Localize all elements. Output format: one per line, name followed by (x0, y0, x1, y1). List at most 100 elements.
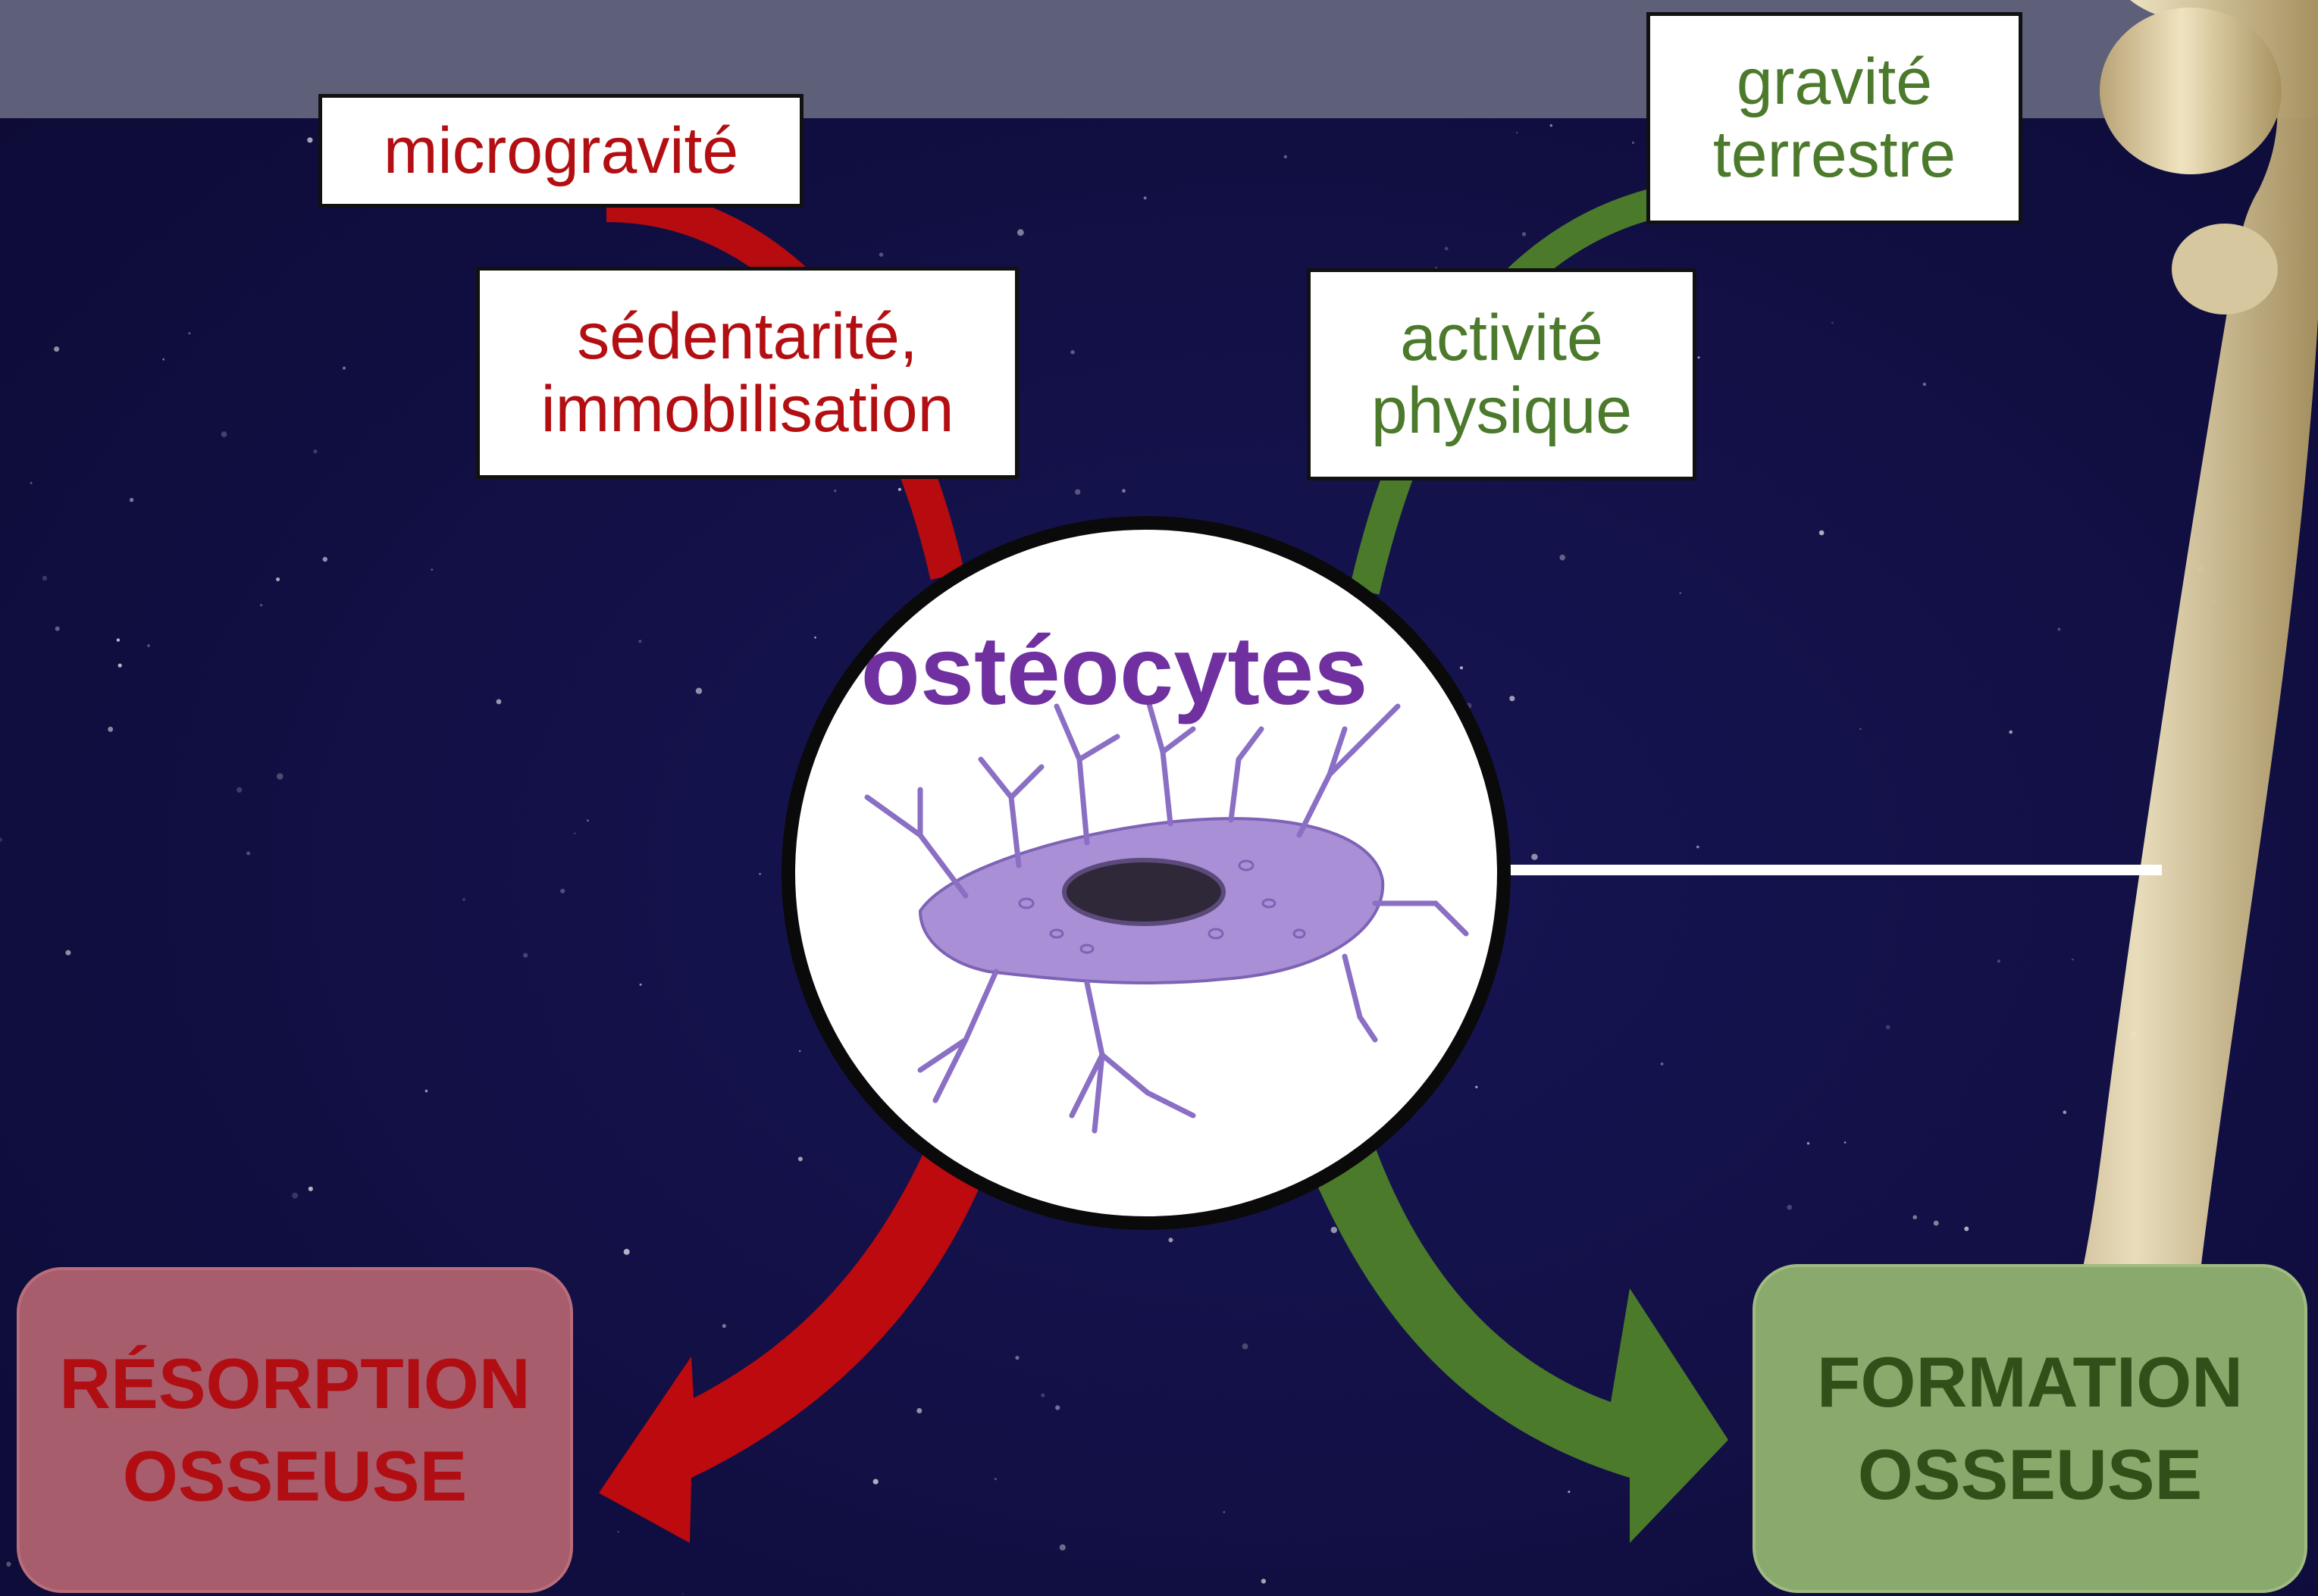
star (323, 557, 327, 562)
star (313, 449, 317, 453)
star (1523, 1409, 1526, 1412)
star (108, 727, 113, 732)
star (292, 1193, 298, 1199)
factor-earth-gravity-line1: gravité (1737, 45, 1932, 118)
factor-microgravity-label: microgravité (384, 114, 738, 187)
star (118, 664, 122, 668)
star (759, 873, 761, 875)
star (1559, 555, 1565, 561)
star (462, 898, 465, 901)
factor-sedentarity-line2: immobilisation (541, 373, 954, 446)
star (916, 1408, 922, 1413)
star (1070, 350, 1074, 354)
star (1530, 1402, 1533, 1405)
star (995, 1478, 997, 1480)
star (307, 137, 312, 142)
factor-physical-activity: activité physique (1307, 268, 1696, 480)
star (1661, 1062, 1664, 1066)
star (1859, 728, 1862, 731)
outcome-formation-line2: OSSEUSE (1858, 1429, 2203, 1521)
star (1886, 1025, 1890, 1030)
factor-physical-activity-line2: physique (1371, 374, 1632, 447)
star (277, 773, 283, 780)
star (1680, 593, 1681, 594)
star (30, 482, 33, 484)
star (130, 498, 133, 502)
outcome-resorption-line2: OSSEUSE (123, 1430, 468, 1522)
star (1696, 846, 1699, 849)
star (682, 1593, 684, 1594)
star (162, 358, 164, 361)
star (1242, 1344, 1248, 1350)
star (147, 644, 150, 647)
star (1923, 383, 1926, 386)
star (1844, 1141, 1847, 1144)
star (1787, 1205, 1792, 1210)
star (722, 1324, 726, 1328)
star (65, 950, 70, 956)
factor-sedentarity-line1: sédentarité, (577, 300, 917, 373)
star (188, 332, 190, 334)
outcome-bone-resorption: RÉSORPTION OSSEUSE (17, 1267, 573, 1593)
star (1445, 247, 1449, 251)
star (1075, 489, 1080, 494)
star (1912, 1215, 1917, 1219)
star (309, 1187, 313, 1191)
osteocytes-title: ostéocytes (803, 623, 1425, 720)
star (1017, 229, 1024, 236)
star (431, 569, 433, 571)
star (1261, 1579, 1266, 1583)
star (1934, 1221, 1939, 1226)
star (1632, 142, 1634, 144)
outcome-formation-line1: FORMATION (1817, 1336, 2243, 1429)
factor-sedentarity: sédentarité, immobilisation (476, 267, 1019, 479)
star (42, 576, 47, 581)
star (496, 699, 502, 705)
star (260, 604, 262, 606)
star (1568, 1491, 1570, 1493)
star (638, 640, 641, 643)
star (1550, 124, 1552, 127)
star (1169, 1238, 1173, 1242)
star (1516, 132, 1518, 133)
outcome-bone-formation: FORMATION OSSEUSE (1753, 1264, 2307, 1593)
outcome-resorption-line1: RÉSORPTION (59, 1338, 531, 1430)
star (1807, 1142, 1809, 1144)
star (1522, 232, 1526, 236)
star (6, 1562, 11, 1566)
factor-earth-gravity-line2: terrestre (1713, 118, 1956, 191)
star (1122, 489, 1126, 493)
star (1284, 155, 1287, 158)
star (640, 984, 642, 986)
star (1060, 1544, 1066, 1551)
star (834, 490, 837, 493)
star (54, 346, 59, 352)
star (1041, 1394, 1045, 1397)
star (523, 953, 528, 958)
star (636, 1491, 641, 1495)
star (696, 688, 702, 694)
star (1055, 1405, 1060, 1410)
star (55, 627, 60, 631)
star (276, 577, 280, 581)
factor-physical-activity-line1: activité (1400, 302, 1603, 374)
star (425, 1090, 428, 1093)
star (1698, 356, 1700, 358)
star (1223, 1511, 1226, 1513)
star (1831, 321, 1834, 324)
star (1652, 1406, 1655, 1409)
star (246, 852, 250, 856)
star (560, 889, 565, 893)
star (706, 1457, 710, 1462)
star (117, 638, 120, 641)
factor-earth-gravity: gravité terrestre (1646, 12, 2022, 224)
factor-microgravity: microgravité (318, 94, 803, 208)
star (898, 488, 901, 491)
star (1819, 530, 1825, 536)
star (221, 431, 227, 437)
star (343, 367, 346, 370)
star (873, 1479, 879, 1485)
star (587, 819, 589, 821)
star (574, 833, 575, 834)
star (1015, 1356, 1019, 1360)
